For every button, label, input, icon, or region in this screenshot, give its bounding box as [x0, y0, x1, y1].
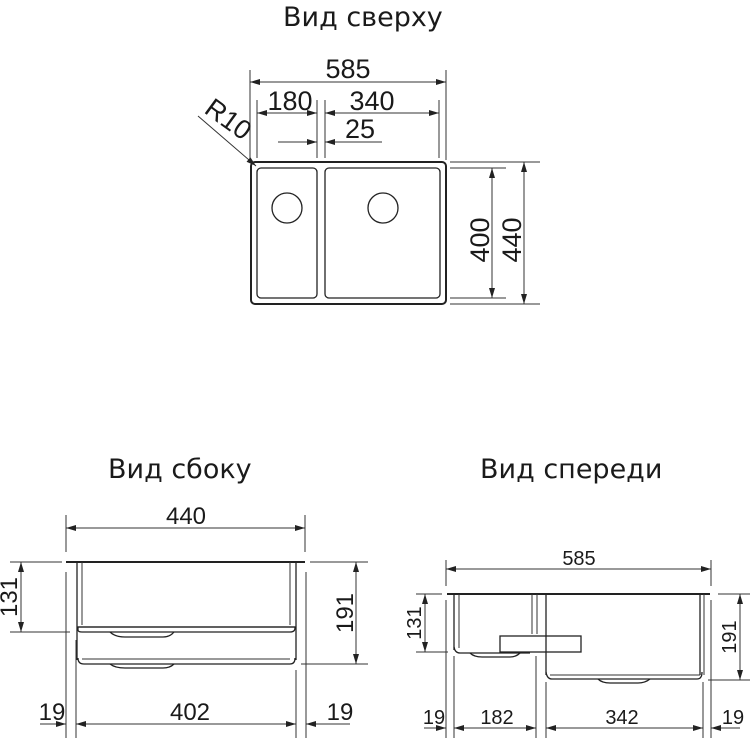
right-drain-icon: [367, 192, 399, 224]
front-view-drawing: 585 131 191 19 182 342 19: [404, 548, 750, 738]
top-view-drawing: 585 180 340 25 R10 400 440: [197, 54, 540, 305]
front-overall-width-label: 585: [562, 548, 595, 570]
side-left-flange-label: 19: [39, 699, 66, 726]
front-left-bowl-width-label: 182: [480, 707, 513, 729]
left-drain-icon: [271, 192, 303, 224]
top-inner-depth-label: 400: [465, 217, 495, 262]
side-overall-width-label: 440: [166, 503, 206, 530]
top-view-title: Вид сверху: [283, 2, 443, 33]
top-overall-depth-label: 440: [497, 217, 527, 262]
side-right-flange-label: 19: [327, 699, 354, 726]
side-small-bowl-height-label: 131: [0, 577, 23, 617]
top-divider-label: 25: [345, 114, 375, 144]
side-inner-width-label: 402: [170, 699, 210, 726]
top-outer-outline: [250, 161, 447, 305]
top-overall-width-label: 585: [325, 54, 370, 84]
front-overflow-plate: [499, 635, 582, 653]
right-bowl-outline: [324, 167, 441, 299]
side-view-drawing: 440 131 191 19 402 19: [0, 503, 368, 738]
front-right-flange-label: 19: [722, 707, 744, 729]
front-right-bowl-width-label: 342: [605, 707, 638, 729]
front-left-flange-label: 19: [423, 707, 445, 729]
front-small-bowl-height-label: 131: [404, 606, 426, 639]
top-left-bowl-width-label: 180: [267, 86, 312, 116]
left-bowl-outline: [256, 167, 318, 299]
front-view-title: Вид спереди: [480, 454, 663, 485]
top-radius-label: R10: [199, 93, 257, 146]
top-right-bowl-width-label: 340: [349, 86, 394, 116]
side-view-title: Вид сбоку: [108, 454, 252, 485]
side-large-bowl-height-label: 191: [332, 593, 359, 633]
front-large-bowl-height-label: 191: [719, 620, 741, 653]
